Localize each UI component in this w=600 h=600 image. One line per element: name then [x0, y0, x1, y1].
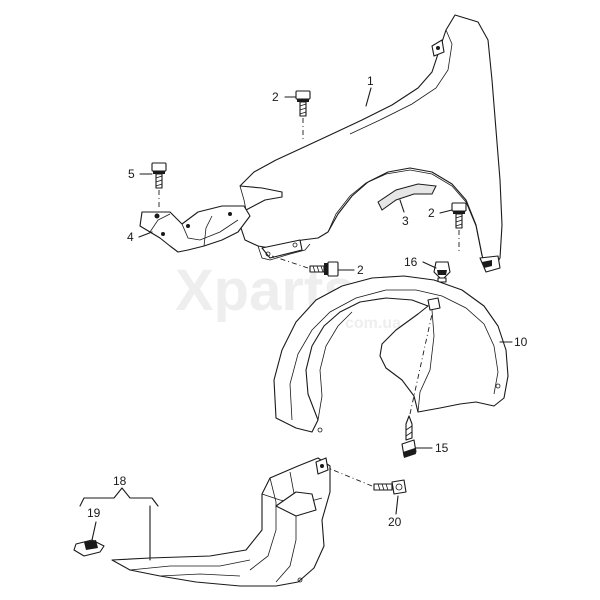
underbody-cover — [111, 457, 331, 587]
wheel-housing-liner — [273, 275, 509, 433]
callout-15: 15 — [435, 441, 449, 455]
callout-labels: 1 2 5 4 3 2 2 16 10 15 18 19 20 — [87, 74, 528, 529]
callout-3: 3 — [402, 214, 409, 228]
watermark-sub: com.ua — [345, 315, 401, 332]
callout-20: 20 — [388, 515, 402, 529]
callout-19: 19 — [87, 506, 101, 520]
callout-5: 5 — [128, 167, 135, 181]
callout-18: 18 — [113, 474, 127, 488]
axis-screw-15 — [409, 313, 433, 415]
fender-bracket — [139, 205, 251, 253]
leader-lines — [79, 87, 513, 561]
fender-panel — [239, 14, 503, 273]
callout-2-right: 2 — [428, 206, 435, 220]
callout-10: 10 — [514, 335, 528, 349]
clip-16 — [433, 261, 451, 283]
callout-1: 1 — [367, 74, 374, 88]
clip-19 — [73, 539, 105, 557]
screw-20 — [373, 479, 407, 495]
callout-2-lower: 2 — [357, 263, 364, 277]
axis-screw-20 — [327, 467, 373, 487]
callout-4: 4 — [127, 230, 134, 244]
bolt-5 — [151, 162, 167, 189]
arch-trim-strip — [377, 183, 437, 211]
bolt-2-lower — [309, 261, 339, 277]
callout-2-upper: 2 — [272, 90, 279, 104]
bolt-2-right — [451, 202, 467, 229]
callout-16: 16 — [404, 255, 418, 269]
screw-15 — [401, 415, 417, 458]
bolt-2-upper — [295, 90, 311, 117]
